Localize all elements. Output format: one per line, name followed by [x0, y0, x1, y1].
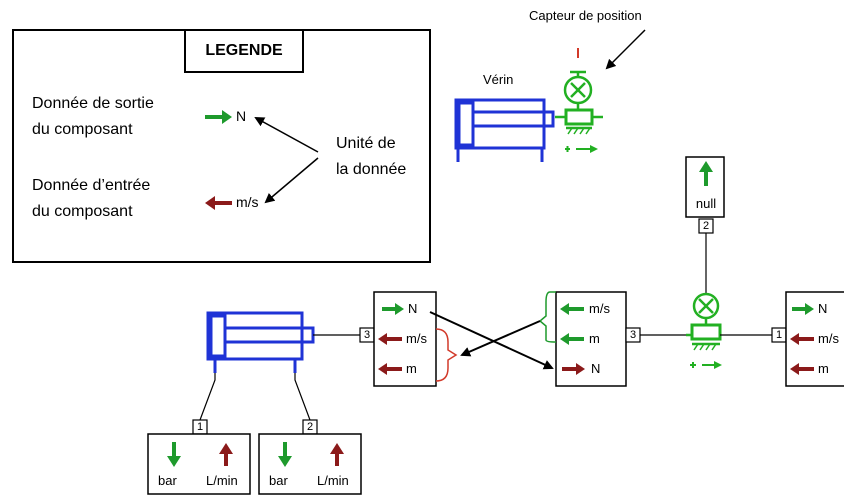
cyl-model-row-2: m/s: [406, 331, 427, 346]
null-source-block[interactable]: [685, 156, 725, 287]
port2-right-unit: L/min: [317, 473, 349, 488]
input-bracket: [435, 328, 458, 382]
right-model-row-3: m: [818, 361, 829, 376]
cylinder-port2-block[interactable]: [258, 433, 362, 495]
right-model-row-2: m/s: [818, 331, 839, 346]
cylinder-top-icon: [454, 98, 555, 162]
legend-unit-pointers: [254, 117, 319, 204]
position-sensor-main-icon: [686, 287, 772, 369]
right-model-port: 1: [775, 329, 783, 341]
port2-number: 2: [306, 421, 314, 433]
cylinder-label: Vérin: [483, 72, 514, 87]
cylinder-connections: [192, 327, 375, 435]
legend-output-unit: N: [236, 108, 247, 124]
legend-input-arrow-icon: [205, 196, 232, 210]
cyl-model-row-1: N: [408, 301, 418, 316]
mass-model-row-2: m: [589, 331, 600, 346]
mass-model-row-1: m/s: [589, 301, 610, 316]
null-source-port: 2: [702, 220, 710, 232]
position-sensor-label: Capteur de position: [529, 8, 642, 23]
sensor-pointer-arrow: [605, 29, 646, 70]
port1-left-unit: bar: [158, 473, 177, 488]
cyl-model-port: 3: [363, 329, 371, 341]
cylinder-model-block[interactable]: [373, 291, 437, 387]
legend-output-label-line1: Donnée de sortie: [32, 95, 154, 112]
cyl-model-row-3: m: [406, 361, 417, 376]
legend-output-label-line2: du composant: [32, 121, 133, 138]
legend-input-label-line1: Donnée d’entrée: [32, 177, 151, 194]
legend-input-label-line2: du composant: [32, 203, 133, 220]
velocity-link-arrow: [460, 320, 541, 357]
mass-model-port: 3: [629, 329, 637, 341]
right-model-block[interactable]: [771, 291, 844, 387]
force-link-arrow: [429, 311, 554, 370]
cylinder-main-icon: [206, 311, 315, 373]
legend-box: LEGENDE: [12, 29, 431, 263]
mass-model-row-3: N: [591, 361, 601, 376]
port1-right-unit: L/min: [206, 473, 238, 488]
legend-input-unit: m/s: [236, 194, 259, 210]
cylinder-port1-block[interactable]: [147, 433, 251, 495]
port1-number: 1: [196, 421, 204, 433]
port2-left-unit: bar: [269, 473, 288, 488]
output-bracket: [538, 291, 557, 343]
legend-unit-label-line1: Unité de: [336, 135, 396, 152]
legend-output-arrow-icon: [205, 110, 232, 124]
legend-unit-label-line2: la donnée: [336, 161, 407, 178]
position-sensor-top-icon: [555, 48, 603, 153]
right-model-row-1: N: [818, 301, 828, 316]
mass-model-block[interactable]: [555, 291, 686, 387]
legend-title: LEGENDE: [184, 29, 304, 73]
null-source-label: null: [695, 196, 717, 211]
